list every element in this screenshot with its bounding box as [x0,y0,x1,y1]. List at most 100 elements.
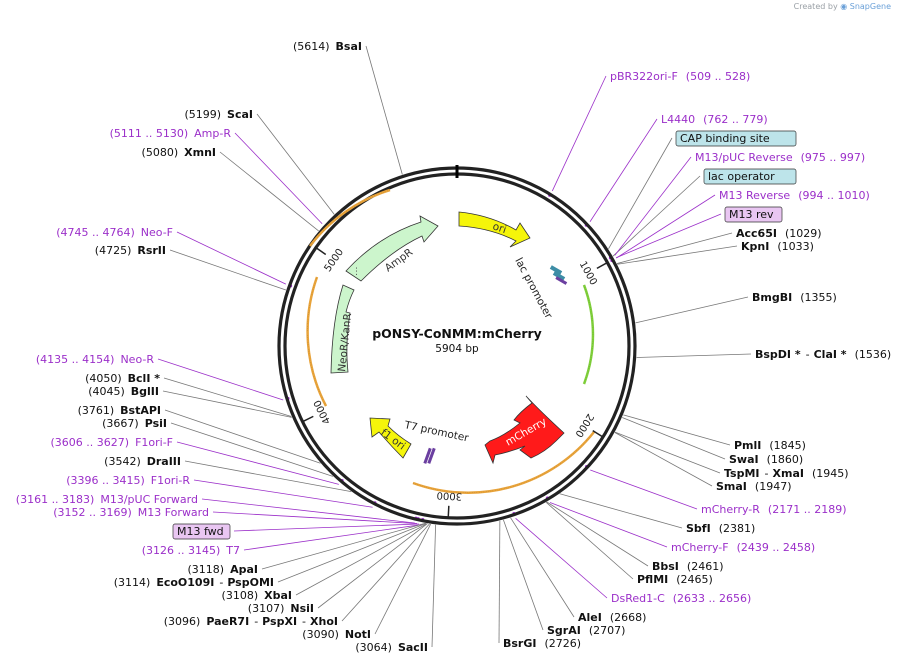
svg-text:(3108)XbaI: (3108)XbaI [222,589,292,602]
site-label-bspdi[interactable]: BspDI *-ClaI *(1536) [755,348,891,361]
site-label-sbfi[interactable]: SbfI(2381) [686,522,755,535]
site-label-tspmi[interactable]: TspMI-XmaI(1945) [724,467,849,480]
site-label-neof[interactable]: (4745 .. 4764)Neo-F [56,226,173,239]
label-name: XmnI [184,146,216,159]
site-label-bmgbi[interactable]: BmgBI(1355) [752,291,837,304]
site-label-acc65i[interactable]: Acc65I(1029) [736,227,822,240]
site-label-draiii[interactable]: (3542)DraIII [104,455,181,468]
svg-text:(3126 .. 3145)T7: (3126 .. 3145)T7 [142,544,240,557]
site-label-apai[interactable]: (3118)ApaI [188,563,258,576]
leader-m13fwd [233,523,419,532]
label-name: L4440 [661,113,695,126]
label-name: BspDI * [755,348,801,361]
label-name: SgrAI [547,624,581,637]
site-label-kpni[interactable]: KpnI(1033) [741,240,814,253]
site-label-l4440[interactable]: L4440(762 .. 779) [661,113,768,126]
site-label-bstapi[interactable]: (3761)BstAPI [78,404,161,417]
site-label-smai[interactable]: SmaI(1947) [716,480,791,493]
site-label-m13f[interactable]: (3152 .. 3169)M13 Forward [53,506,209,519]
site-label-mcherryf[interactable]: mCherry-F(2439 .. 2458) [671,541,815,554]
site-label-psii[interactable]: (3667)PsiI [102,417,167,430]
site-label-xbai[interactable]: (3108)XbaI [222,589,292,602]
leader-draiii [184,460,352,493]
svg-text:(3064)SacII: (3064)SacII [355,641,428,654]
site-label-bbsi[interactable]: BbsI(2461) [652,560,723,573]
label-coord: (1029) [785,227,822,240]
label-name: PflMI [637,573,668,586]
site-label-eco[interactable]: (3114)EcoO109I-PspOMI [114,576,274,589]
site-label-lacop[interactable]: lac operator [703,168,797,185]
label-coord: (2439 .. 2458) [737,541,816,554]
site-label-pflmi[interactable]: PflMI(2465) [637,573,713,586]
leader-sgrai [503,519,544,631]
svg-text:KpnI(1033): KpnI(1033) [741,240,814,253]
site-label-paer7i[interactable]: (3096)PaeR7I-PspXI-XhoI [164,615,338,628]
site-label-neor[interactable]: (4135 .. 4154)Neo-R [36,353,154,366]
site-label-pmli[interactable]: PmlI(1845) [734,439,806,452]
site-label-nsii[interactable]: (3107)NsiI [248,602,314,615]
site-label-sgrai[interactable]: SgrAI(2707) [547,624,625,637]
tick-label-1000: 1000 [577,260,599,288]
leader-scai [256,113,335,215]
label-name: M13/pUC Reverse [695,151,793,164]
label-coord: (3761) [78,404,115,417]
tick-label-3000: 3000 [436,489,462,501]
svg-text:M13 Reverse(994 .. 1010): M13 Reverse(994 .. 1010) [719,189,870,202]
orf-arc-inner [582,284,595,385]
site-label-pbr322[interactable]: pBR322ori-F(509 .. 528) [610,70,750,83]
site-label-m13pucf[interactable]: (3161 .. 3183)M13/pUC Forward [16,493,198,506]
site-label-xmni[interactable]: (5080)XmnI [142,146,216,159]
site-label-dsred[interactable]: DsRed1-C(2633 .. 2656) [611,592,751,605]
svg-text:PflMI(2465): PflMI(2465) [637,573,713,586]
site-label-bsrgi[interactable]: BsrGI(2726) [503,637,581,650]
site-label-bsai[interactable]: (5614)BsaI [293,40,362,53]
site-label-scai[interactable]: (5199)ScaI [184,108,253,121]
site-label-bcli[interactable]: (4050)BclI * [85,372,160,385]
leader-sacii [431,524,436,648]
site-label-m13fwd[interactable]: M13 fwd [172,523,231,540]
site-label-ampr-primer[interactable]: (5111 .. 5130)Amp-R [110,127,232,140]
svg-text:(4050)BclI *: (4050)BclI * [85,372,160,385]
svg-text:(3396 .. 3415)F1ori-R: (3396 .. 3415)F1ori-R [66,474,190,487]
label-name: Neo-F [141,226,173,239]
leader-dsred [515,518,608,599]
feature-neor-arrow[interactable] [330,284,355,374]
site-label-swai[interactable]: SwaI(1860) [729,453,803,466]
label-name: BglII [131,385,159,398]
orf-arc-ampr [309,188,391,247]
label-name: M13 Forward [138,506,209,519]
leader-xmni [219,151,319,232]
label-coord: (4045) [88,385,125,398]
feature-ori-arrow[interactable] [458,211,531,248]
label-name: M13 rev [729,208,774,221]
label-coord: (1845) [769,439,806,452]
site-label-cap[interactable]: CAP binding site [675,130,797,147]
label-coord: (3114) [114,576,151,589]
svg-text:(4135 .. 4154)Neo-R: (4135 .. 4154)Neo-R [36,353,154,366]
leader-neof [176,231,287,285]
label-name: CAP binding site [680,132,770,145]
site-label-rsrii[interactable]: (4725)RsrII [95,244,166,257]
site-label-alei[interactable]: AleI(2668) [578,611,646,624]
feature-ampr-arrow[interactable] [345,215,439,282]
svg-text:(5111 .. 5130)Amp-R: (5111 .. 5130)Amp-R [110,127,232,140]
feature-mcherry-arrow[interactable] [484,395,565,465]
site-label-t7[interactable]: (3126 .. 3145)T7 [142,544,240,557]
label-name: SbfI [686,522,711,535]
label-name: M13/pUC Forward [100,493,198,506]
site-label-noti[interactable]: (3090)NotI [302,628,371,641]
label-coord: (3606 .. 3627) [51,436,130,449]
site-label-mcherryr[interactable]: mCherry-R(2171 .. 2189) [701,503,846,516]
site-label-f1orir[interactable]: (3396 .. 3415)F1ori-R [66,474,190,487]
label-coord: (3667) [102,417,139,430]
site-label-bglii[interactable]: (4045) BglII [88,385,159,398]
site-label-m13reverse[interactable]: M13 Reverse(994 .. 1010) [719,189,870,202]
label-name2: PspOMI [227,576,274,589]
site-label-m13rev[interactable]: M13 rev [724,206,783,223]
feature-f1ori-arrow[interactable] [369,417,412,459]
site-label-f1orif[interactable]: (3606 .. 3627)F1ori-F [51,436,174,449]
site-label-m13pucr[interactable]: M13/pUC Reverse(975 .. 997) [695,151,865,164]
site-label-sacii[interactable]: (3064)SacII [355,641,428,654]
label-coord: (4050) [85,372,122,385]
leader-acc65i [616,232,733,264]
